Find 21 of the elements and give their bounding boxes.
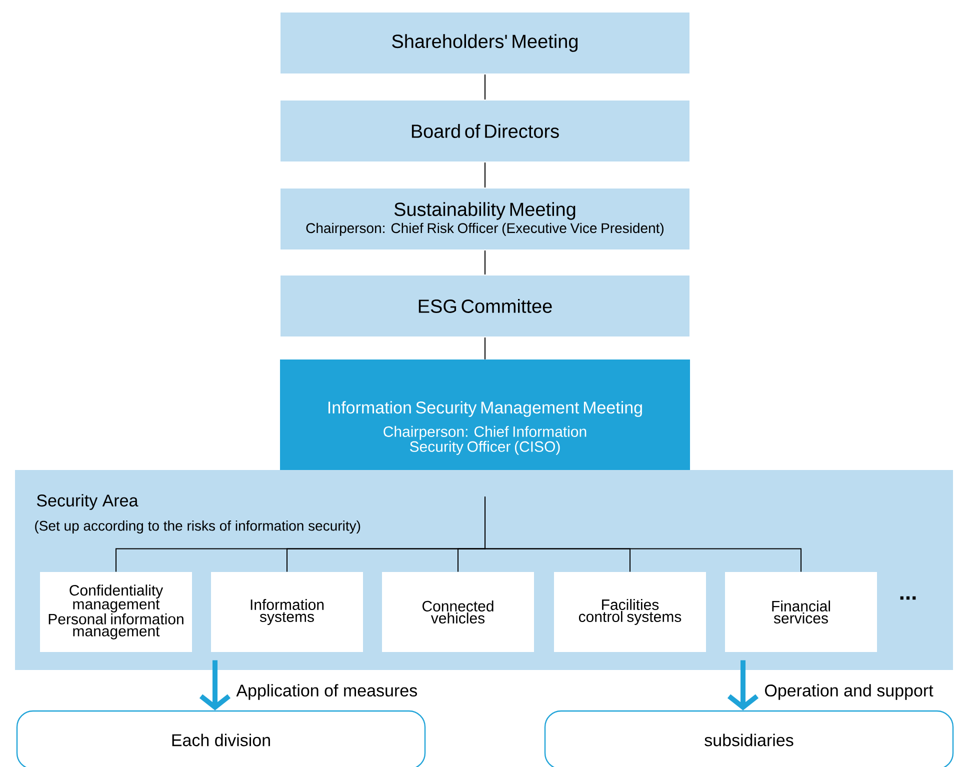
area-note: (Set up according to the risks of information security) [35,520,360,534]
connector-line [484,74,486,100]
area-box: Information systems [211,572,363,652]
ellipsis-label: ... [900,596,916,600]
committee-box: Sustainability Meeting Chairperson: Chief Risk Officer (Executive Vice President) [280,188,690,250]
area-box: Confidentiality management Personal information management [40,572,192,652]
organization-box: subsidiaries [544,710,954,767]
edge-label: Operation and support [763,683,934,701]
committee-box: ESG Committee [280,274,690,338]
committee-box: Board of Directors [280,100,690,162]
connector-line [484,250,486,275]
area-box: Financial services [725,572,877,652]
area-box: Facilities control systems [554,572,706,652]
committee-box: Shareholders' Meeting [280,12,690,74]
area-box: Connected vehicles [382,572,534,652]
area-heading: Security Area [36,494,138,510]
connector-line [484,337,486,360]
connector-line [484,496,802,572]
organization-box: Each division [16,710,426,767]
edge-label: Application of measures [235,683,419,701]
connector-line [484,162,486,188]
